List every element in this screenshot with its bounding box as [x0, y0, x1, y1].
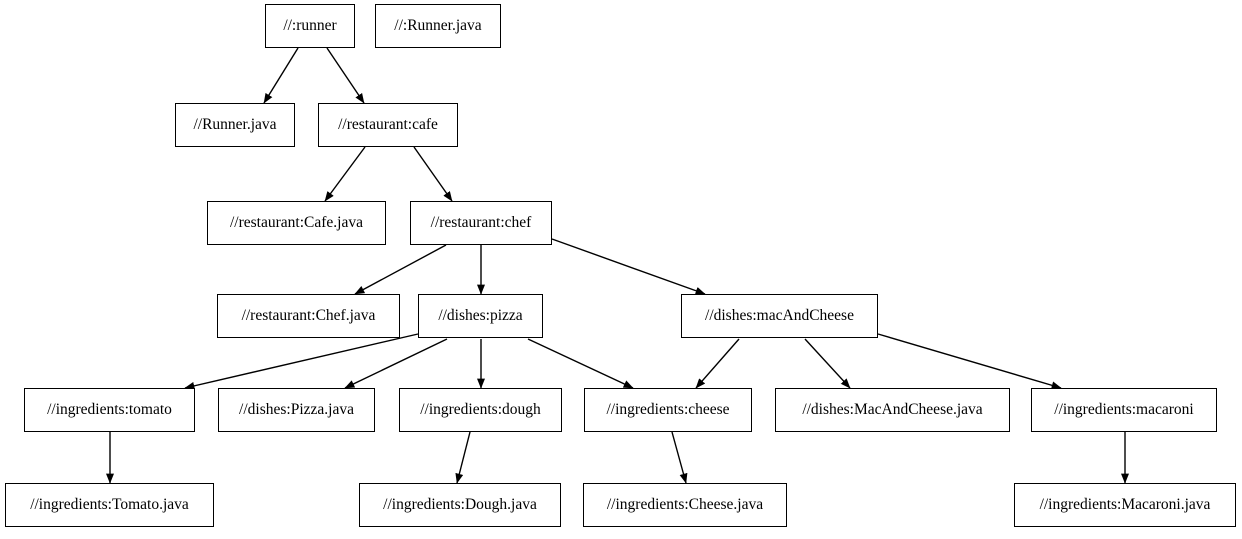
graph-node-label: //restaurant:Chef.java [241, 307, 376, 325]
graph-node-dishes_macandcheese[interactable]: //dishes:macAndCheese [681, 294, 878, 338]
graph-node-label: //:Runner.java [394, 17, 482, 35]
graph-node-label: //dishes:macAndCheese [705, 307, 854, 325]
graph-node-runner[interactable]: //:runner [265, 4, 355, 48]
graph-edge-dishes_macandcheese-to-ing_cheese [695, 338, 740, 389]
graph-node-ing_macaroni[interactable]: //ingredients:macaroni [1031, 388, 1217, 432]
graph-edge-runner-to-runner_java [263, 47, 299, 104]
graph-node-dishes_pizza_java[interactable]: //dishes:Pizza.java [218, 388, 375, 432]
graph-edge-runner-to-restaurant_cafe [326, 47, 365, 104]
graph-node-label: //dishes:MacAndCheese.java [802, 401, 983, 419]
graph-node-ing_tomato_java[interactable]: //ingredients:Tomato.java [5, 483, 214, 527]
graph-node-label: //ingredients:cheese [606, 401, 730, 419]
graph-node-ing_cheese[interactable]: //ingredients:cheese [584, 388, 752, 432]
graph-node-dishes_macandcheese_java[interactable]: //dishes:MacAndCheese.java [775, 388, 1010, 432]
graph-node-dishes_pizza[interactable]: //dishes:pizza [418, 294, 543, 338]
graph-node-label: //Runner.java [193, 116, 277, 134]
graph-node-label: //ingredients:macaroni [1054, 401, 1194, 419]
graph-edge-restaurant_cafe-to-restaurant_chef [413, 146, 453, 202]
graph-node-restaurant_cafe[interactable]: //restaurant:cafe [318, 103, 458, 147]
graph-node-label: //restaurant:cafe [338, 116, 438, 134]
graph-node-label: //restaurant:Cafe.java [230, 214, 363, 232]
graph-node-runner_java[interactable]: //Runner.java [175, 103, 295, 147]
graph-node-ing_dough[interactable]: //ingredients:dough [399, 388, 562, 432]
graph-node-ing_cheese_java[interactable]: //ingredients:Cheese.java [583, 483, 787, 527]
graph-node-restaurant_chef_java[interactable]: //restaurant:Chef.java [217, 294, 400, 338]
graph-node-restaurant_chef[interactable]: //restaurant:chef [410, 201, 552, 245]
graph-node-ing_tomato[interactable]: //ingredients:tomato [24, 388, 195, 432]
graph-edge-ing_dough-to-ing_dough_java [455, 431, 471, 484]
graph-node-label: //:runner [283, 17, 337, 35]
graph-node-label: //ingredients:Dough.java [383, 496, 537, 514]
graph-node-ing_macaroni_java[interactable]: //ingredients:Macaroni.java [1014, 483, 1236, 527]
graph-node-label: //ingredients:tomato [47, 401, 172, 419]
graph-edge-restaurant_chef-to-restaurant_chef_java [354, 244, 447, 295]
graph-edge-restaurant_chef-to-dishes_macandcheese [551, 238, 706, 295]
graph-edge-dishes_pizza-to-ing_tomato [184, 333, 419, 390]
graph-node-label: //ingredients:dough [420, 401, 541, 419]
graph-node-restaurant_cafe_java[interactable]: //restaurant:Cafe.java [207, 201, 386, 245]
graph-edge-dishes_pizza-to-dishes_pizza_java [344, 338, 448, 389]
graph-node-label: //ingredients:Macaroni.java [1039, 496, 1211, 514]
graph-edge-dishes_pizza-to-ing_cheese [527, 338, 634, 389]
graph-edge-restaurant_cafe-to-restaurant_cafe_java [324, 146, 366, 202]
graph-edge-dishes_macandcheese-to-dishes_macandcheese_java [804, 338, 851, 389]
graph-node-label: //ingredients:Cheese.java [606, 496, 764, 514]
graph-node-ing_dough_java[interactable]: //ingredients:Dough.java [359, 483, 561, 527]
graph-node-label: //dishes:pizza [438, 307, 523, 325]
graph-node-runner_java_root[interactable]: //:Runner.java [375, 4, 501, 48]
graph-node-label: //restaurant:chef [430, 214, 532, 232]
graph-node-label: //ingredients:Tomato.java [30, 496, 189, 514]
graph-node-label: //dishes:Pizza.java [239, 401, 354, 419]
graph-edge-dishes_macandcheese-to-ing_macaroni [877, 333, 1062, 390]
graph-edge-ing_cheese-to-ing_cheese_java [671, 431, 688, 484]
